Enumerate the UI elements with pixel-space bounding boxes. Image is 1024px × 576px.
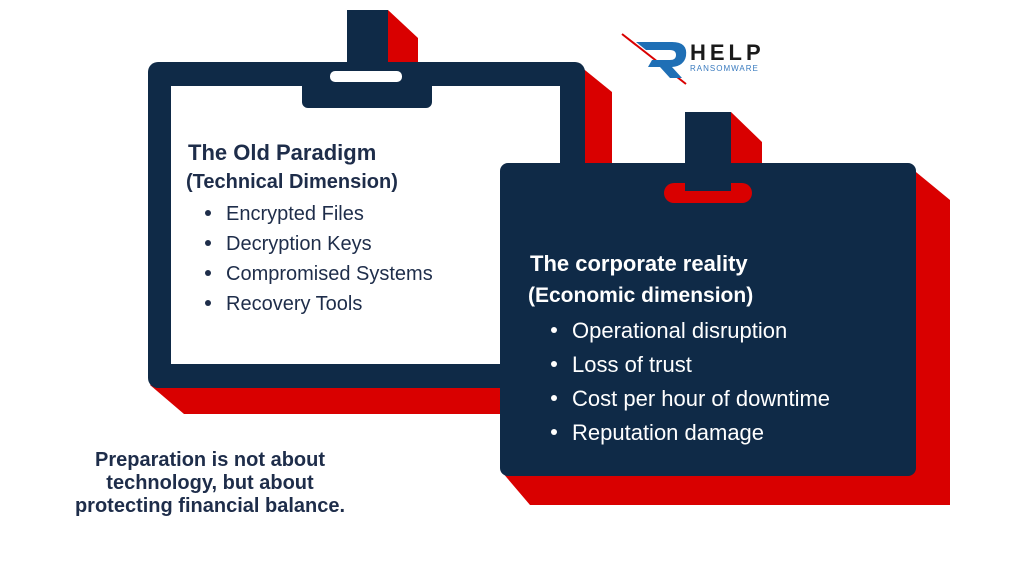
list-item: Operational disruption <box>551 316 830 350</box>
list-item: Encrypted Files <box>205 201 433 231</box>
footer-line: technology, but about <box>106 472 314 494</box>
list-item-text: Loss of trust <box>572 352 692 377</box>
footer-statement: Preparation is not about technology, but… <box>40 449 380 518</box>
footer-line: Preparation is not about <box>94 449 326 471</box>
list-item-text: Operational disruption <box>572 318 788 343</box>
bullet-icon <box>551 395 557 402</box>
new-card-title: The corporate reality <box>530 251 748 276</box>
list-item-text: Reputation damage <box>572 420 765 445</box>
list-item: Recovery Tools <box>205 291 433 321</box>
footer-line: protecting financial balance. <box>74 495 346 517</box>
old-card-paper <box>171 86 560 364</box>
help-ransomware-logo-icon <box>621 33 687 85</box>
bullet-icon <box>205 269 211 276</box>
list-item-text: Decryption Keys <box>226 233 372 255</box>
old-clip-tab-shadow <box>388 10 418 62</box>
list-item-text: Cost per hour of downtime <box>572 386 831 411</box>
list-item: Loss of trust <box>551 350 830 384</box>
new-card <box>500 163 916 476</box>
list-item: Compromised Systems <box>205 261 433 291</box>
bullet-icon <box>551 429 557 436</box>
bullet-icon <box>551 361 557 368</box>
new-clip-tab-shadow <box>731 112 762 163</box>
new-card-subtitle: (Economic dimension) <box>528 284 754 307</box>
logo-wordmark: HELP <box>690 40 765 65</box>
old-clip-tab <box>347 10 388 70</box>
bullet-icon <box>205 209 211 216</box>
old-clip-slot <box>330 71 402 82</box>
bullet-icon <box>205 299 211 306</box>
list-item-text: Recovery Tools <box>226 293 363 315</box>
old-card-list: Encrypted Files Decryption Keys Compromi… <box>205 201 433 321</box>
old-card-title: The Old Paradigm <box>188 140 377 165</box>
list-item-text: Encrypted Files <box>226 203 364 225</box>
old-clip-holder <box>302 62 432 108</box>
old-card-subtitle: (Technical Dimension) <box>186 171 398 193</box>
bullet-icon <box>551 327 557 334</box>
logo-subtitle: RANSOMWARE <box>690 64 759 73</box>
new-clip-tab <box>685 112 731 172</box>
bullet-icon <box>205 239 211 246</box>
new-clip-slot-notch <box>685 183 731 191</box>
list-item: Reputation damage <box>551 418 830 452</box>
list-item: Cost per hour of downtime <box>551 384 830 418</box>
list-item: Decryption Keys <box>205 231 433 261</box>
new-card-list: Operational disruption Loss of trust Cos… <box>551 316 830 452</box>
list-item-text: Compromised Systems <box>226 263 433 285</box>
